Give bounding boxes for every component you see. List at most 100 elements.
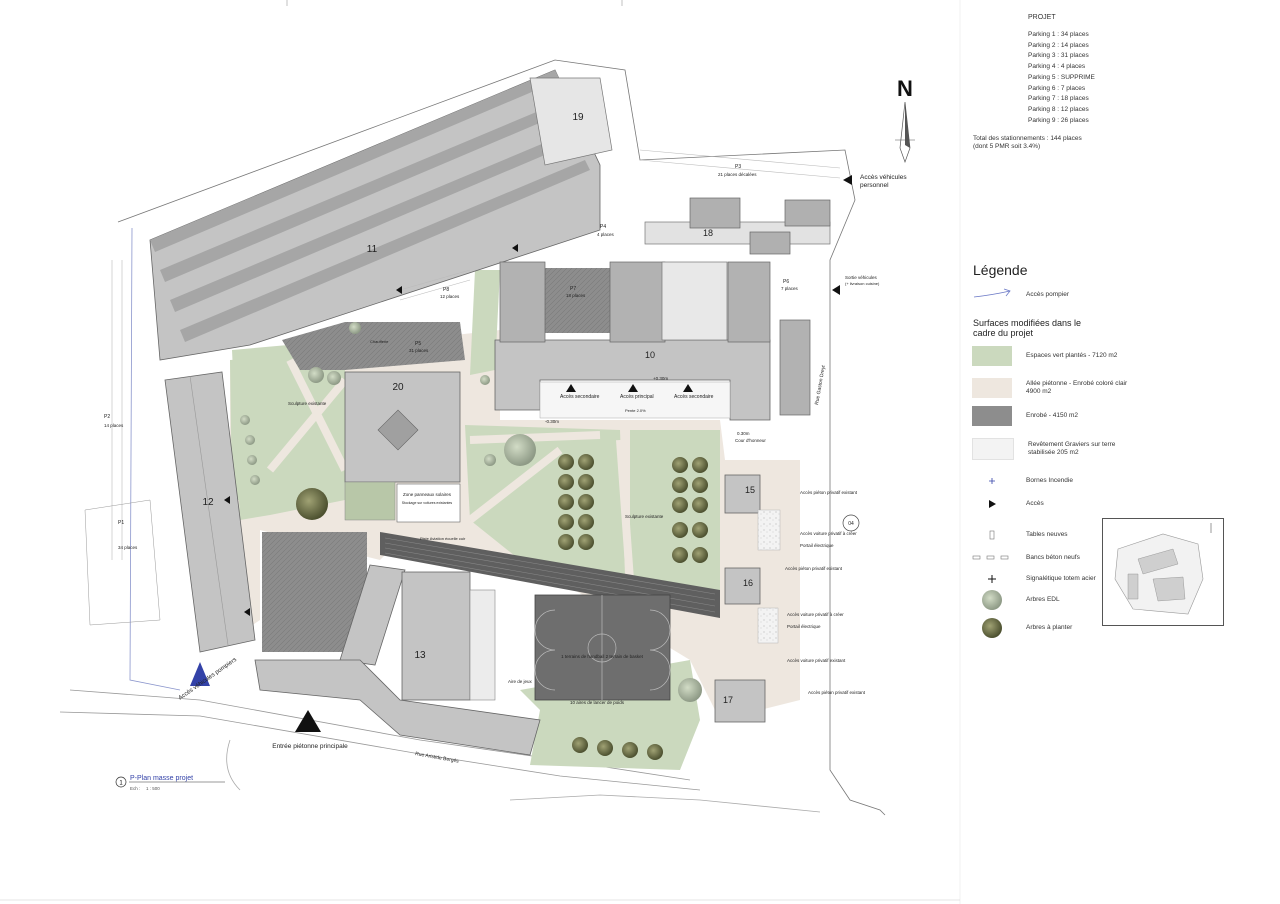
- tree-edl-icon: [972, 588, 1012, 612]
- p3-label: P3: [735, 164, 741, 170]
- parking-item: Parking 6 : 7 places: [1028, 84, 1086, 92]
- project-header: PROJET: [1028, 14, 1056, 21]
- building-11: 11 19: [149, 69, 613, 361]
- inset-site-sketch: [1114, 523, 1212, 615]
- building-17-label: 17: [723, 695, 733, 705]
- legend-label: Revêtement Graviers sur terre stabilisée…: [1028, 441, 1116, 456]
- acces-pompiers-label: Accès véhicules pompiers: [178, 657, 238, 702]
- sortie-vehicules-label: Sortie véhicules: [845, 275, 878, 280]
- legend-item-allee: Allée piétonne - Enrobé coloré clair 490…: [972, 378, 1136, 398]
- acces-pieton-15: Accès piéton privatif existant: [800, 490, 858, 495]
- trees-to-plant: [296, 454, 708, 760]
- sculpture-east: Sculpture existante: [625, 514, 664, 519]
- legend-label: Bancs béton neufs: [1026, 554, 1080, 561]
- acces-voiture-existant: Accès voiture privatif existant: [787, 658, 846, 663]
- surfaces-title: Surfaces modifiées dans le cadre du proj…: [973, 318, 1082, 338]
- green-area-north: [470, 270, 500, 375]
- sports-field: [534, 594, 671, 701]
- pente-label: Pente 2.0%: [625, 408, 646, 413]
- totem-icon: [972, 572, 1012, 586]
- p7-label: P7: [570, 286, 576, 292]
- building-18-label: 18: [703, 228, 713, 238]
- total-parking: Total des stationnements : 144 places (d…: [973, 135, 1093, 151]
- legend-item-acces: Accès: [972, 497, 1136, 511]
- building-18: 18: [644, 197, 831, 255]
- acces-secondaire-left: Accès secondaire: [560, 394, 600, 400]
- p2-label: P2: [104, 414, 110, 420]
- acces-voiture-creer-1: Accès voiture privatif à créer: [800, 531, 857, 536]
- legend-label: Enrobé - 4150 m2: [1026, 412, 1079, 419]
- terrains-label: 1 terrains de handball 2 terrain de bask…: [561, 654, 644, 659]
- parking-item: Parking 9 : 26 places: [1028, 116, 1089, 124]
- zone-panneaux-sub: Stockage sur voitures existantes: [402, 501, 453, 505]
- parking-item: Parking 4 : 4 places: [1028, 63, 1086, 71]
- parking-list: Parking 1 : 34 places Parking 2 : 14 pla…: [1028, 30, 1095, 126]
- acces-pieton-17: Accès piéton privatif existant: [808, 690, 866, 695]
- sculpture-west: Sculpture existante: [288, 401, 327, 406]
- level-minus: -0.30m: [545, 419, 559, 424]
- p8-sub: 12 places: [440, 294, 460, 299]
- gravel-pad: [757, 509, 781, 551]
- rue-gaston-label: Rue Gaston Dreyt: [814, 364, 827, 405]
- building-16: 16: [724, 567, 761, 605]
- p1-label: P1: [118, 520, 124, 526]
- ref-04-label: 04: [848, 521, 854, 527]
- parking-item: Parking 8 : 12 places: [1028, 105, 1089, 113]
- title-block-graphic: 1 P-Plan masse projet Ech : 1 : 500: [115, 775, 225, 791]
- access-arrows: [224, 175, 852, 732]
- parking-item: Parking 5 : SUPPRIME: [1028, 73, 1095, 81]
- p4-label: P4: [600, 224, 606, 230]
- building-17: 17: [714, 679, 766, 723]
- building-12: 12: [164, 371, 256, 653]
- ref-04-marker: [842, 514, 860, 532]
- p6-label: P6: [783, 279, 789, 285]
- legend-item-bancs: Bancs béton neufs: [972, 551, 1136, 565]
- access-arrow-icon: [972, 497, 1012, 511]
- p8-label: P8: [443, 287, 449, 293]
- building-15-label: 15: [745, 485, 755, 495]
- tree-new-icon: [972, 616, 1012, 640]
- legend-item-green: Espaces vert plantés - 7120 m2: [972, 346, 1136, 366]
- legend-label: Bornes Incendie: [1026, 477, 1073, 484]
- building-19-label: 19: [572, 112, 584, 123]
- legend-label: Tables neuves: [1026, 531, 1068, 538]
- legend-item-pompier: Accès pompier: [972, 288, 1136, 302]
- parking-surface-p7: [545, 268, 610, 333]
- legend-label: Signalétique totem acier: [1026, 575, 1096, 582]
- p3-sub: 21 places décalées: [718, 172, 757, 177]
- p5-label: P5: [415, 341, 421, 347]
- title-block: 1 P-Plan masse projet Ech : 1 : 500: [115, 772, 235, 801]
- legend-item-signaletique: Signalétique totem acier: [972, 572, 1136, 586]
- fire-access-arrow-icon: [972, 288, 1012, 302]
- gravel-swatch: [972, 438, 1014, 460]
- scale-value: 1 : 500: [146, 786, 160, 791]
- parking-item: Parking 1 : 34 places: [1028, 31, 1089, 38]
- north-arrow: [895, 101, 915, 164]
- acces-voiture-creer-2: Accès voiture privatif à créer: [787, 612, 844, 617]
- gravel-pad: [757, 607, 779, 644]
- green-area-strip: [230, 360, 250, 500]
- parking-surface-north: [282, 322, 465, 370]
- building-13: 13: [254, 564, 541, 756]
- title-text: P-Plan masse projet: [130, 775, 193, 782]
- p7-sub: 18 places: [566, 293, 586, 298]
- bench-icon: [972, 551, 1012, 565]
- building-16-label: 16: [743, 578, 753, 588]
- entree-label: Entrée piétonne principale: [272, 743, 348, 750]
- building-13-label: 13: [414, 650, 426, 661]
- building-20: 20 Zone panneaux solaires Stockage sur v…: [344, 371, 461, 523]
- hydrant-icon: [972, 474, 1012, 488]
- p2-sub: 14 places: [104, 423, 124, 428]
- location-inset-map: [1102, 518, 1224, 626]
- building-20-label: 20: [392, 382, 404, 393]
- north-label: N: [897, 76, 913, 101]
- legend-label: Arbres à planter: [1026, 624, 1073, 631]
- level-cour: 0.30m: [737, 431, 750, 436]
- rue-aristide-label: Rue Aristide Bergès: [415, 751, 460, 765]
- personnel-label: personnel: [860, 182, 889, 189]
- parking-item: Parking 2 : 14 places: [1028, 41, 1089, 49]
- sortie-sub-label: (+ livraison cuisine): [845, 281, 880, 286]
- legend-item-arbres-planter: Arbres à planter: [972, 616, 1136, 640]
- portail-1: Portail électrique: [800, 543, 834, 548]
